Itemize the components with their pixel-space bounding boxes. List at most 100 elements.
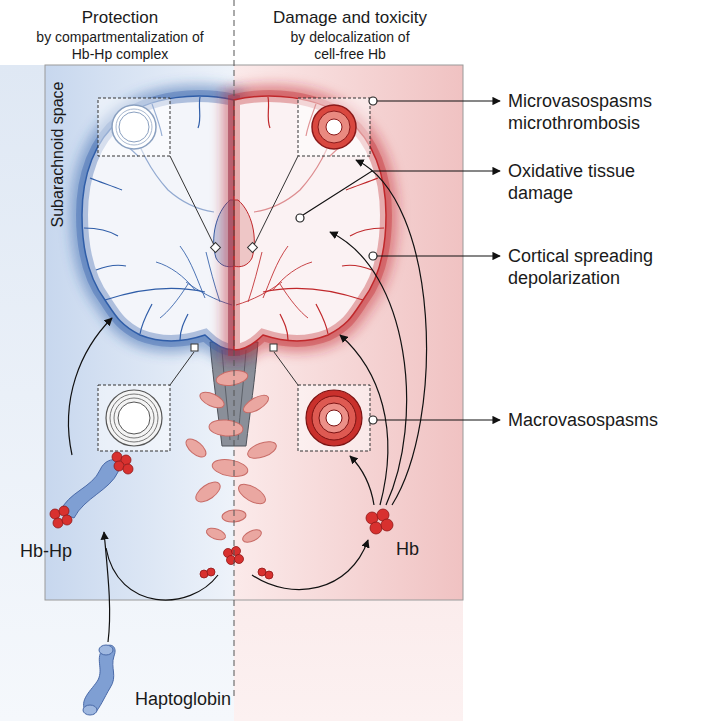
flow-arrows [330, 232, 407, 505]
free-hb [381, 519, 393, 531]
location-markers [211, 243, 221, 253]
inset-leaders [170, 156, 214, 245]
effect-markers [369, 252, 377, 260]
hemoglobin-drops [265, 571, 273, 579]
effect-markers [369, 97, 377, 105]
red-blood-cells [183, 436, 209, 461]
vessel-insets [312, 105, 356, 149]
hb-hp-complex [112, 452, 122, 462]
vessel-insets [98, 385, 170, 451]
vessel-insets [110, 394, 158, 442]
hb-hp-complex [50, 509, 60, 519]
flow-arrows [350, 456, 374, 505]
inset-leaders [170, 156, 298, 385]
vessel-insets [106, 390, 162, 446]
red-blood-cells [215, 368, 249, 387]
divider-line [234, 0, 235, 700]
haptoglobin-molecule [83, 645, 115, 715]
red-blood-cells [183, 368, 279, 544]
column-subheading: by delocalization of cell-free Hb [285, 29, 415, 63]
region-label: Subarachnoid space [48, 70, 67, 240]
vessel-insets [118, 402, 150, 434]
vessel-insets [98, 98, 170, 156]
free-hb [366, 509, 393, 534]
vessel-insets [298, 385, 370, 451]
protection-ground [0, 65, 234, 721]
column-subheading: by compartmentalization of Hb-Hp complex [34, 29, 206, 63]
haptoglobin-molecule [84, 645, 115, 714]
vessel-insets [298, 98, 370, 156]
vessel-insets [326, 119, 342, 135]
hb-hp-complex [53, 518, 63, 528]
red-blood-cells [211, 457, 249, 479]
effect-arrows [303, 171, 500, 215]
effect-arrows [303, 101, 500, 420]
protection-panel [45, 65, 234, 600]
hb-hp-complex [60, 460, 119, 518]
red-blood-cells [208, 419, 243, 438]
hb-hp-complex [50, 452, 133, 528]
vessel-insets [112, 105, 156, 149]
flow-arrows [68, 318, 112, 455]
molecule-label: Hb-Hp [20, 540, 72, 562]
hemoglobin-drops [207, 568, 215, 576]
location-markers [191, 344, 198, 351]
flow-arrows [356, 160, 427, 505]
vessel-insets [119, 112, 149, 142]
vessel-insets [98, 98, 370, 451]
effect-label: Microvasospasms microthrombosis [508, 90, 688, 134]
hb-hp-complex [59, 506, 69, 516]
hb-hp-complex [114, 461, 124, 471]
right-hemisphere [234, 96, 386, 350]
location-markers [248, 243, 258, 253]
effect-label: Oxidative tissue damage [508, 160, 688, 204]
vessel-insets [306, 390, 362, 446]
inset-leaders [274, 352, 298, 385]
molecule-label: Hb [396, 538, 419, 560]
vessel-insets [114, 398, 154, 438]
effect-label: Macrovasospasms [508, 409, 688, 431]
flow-arrows [106, 548, 218, 600]
effect-arrows [377, 100, 500, 101]
damage-ground [234, 65, 463, 721]
vessel-insets [326, 410, 342, 426]
vessel-insets [312, 396, 356, 440]
hemoglobin-drops [200, 547, 273, 580]
effect-arrows [377, 255, 500, 256]
flow-arrows [340, 335, 388, 505]
inset-leaders [254, 156, 298, 245]
molecule-label: Haptoglobin [135, 688, 231, 710]
effect-markers [296, 214, 304, 222]
red-blood-cells [246, 438, 279, 461]
effect-label: Cortical spreading depolarization [508, 245, 688, 289]
red-blood-cells [236, 480, 269, 507]
hb-hp-complex [62, 515, 72, 525]
hb-hp-complex [50, 452, 133, 528]
hb-hp-complex [123, 464, 133, 474]
haptoglobin-molecule [99, 645, 113, 655]
damage-panel [234, 65, 463, 600]
free-hb [370, 522, 382, 534]
column-heading: Protection [34, 8, 206, 28]
effect-arrows [377, 419, 500, 420]
flow-arrows [68, 160, 426, 642]
location-markers [270, 344, 277, 351]
effect-markers [369, 416, 377, 424]
red-blood-cells [205, 526, 227, 542]
flow-arrows [252, 540, 368, 590]
red-blood-cells [241, 392, 271, 416]
red-blood-cells [241, 527, 263, 545]
hemoglobin-drops [235, 555, 244, 564]
left-hemisphere [82, 96, 234, 350]
vessel-insets [116, 109, 152, 145]
inset-leaders [170, 352, 194, 385]
red-blood-cells [198, 389, 227, 411]
location-markers [191, 243, 277, 351]
flow-arrows [104, 532, 110, 642]
panel-border [45, 65, 463, 600]
vessel-insets [318, 111, 350, 143]
column-heading: Damage and toxicity [262, 8, 438, 28]
vessel-insets [319, 403, 349, 433]
red-blood-cells [193, 478, 224, 506]
